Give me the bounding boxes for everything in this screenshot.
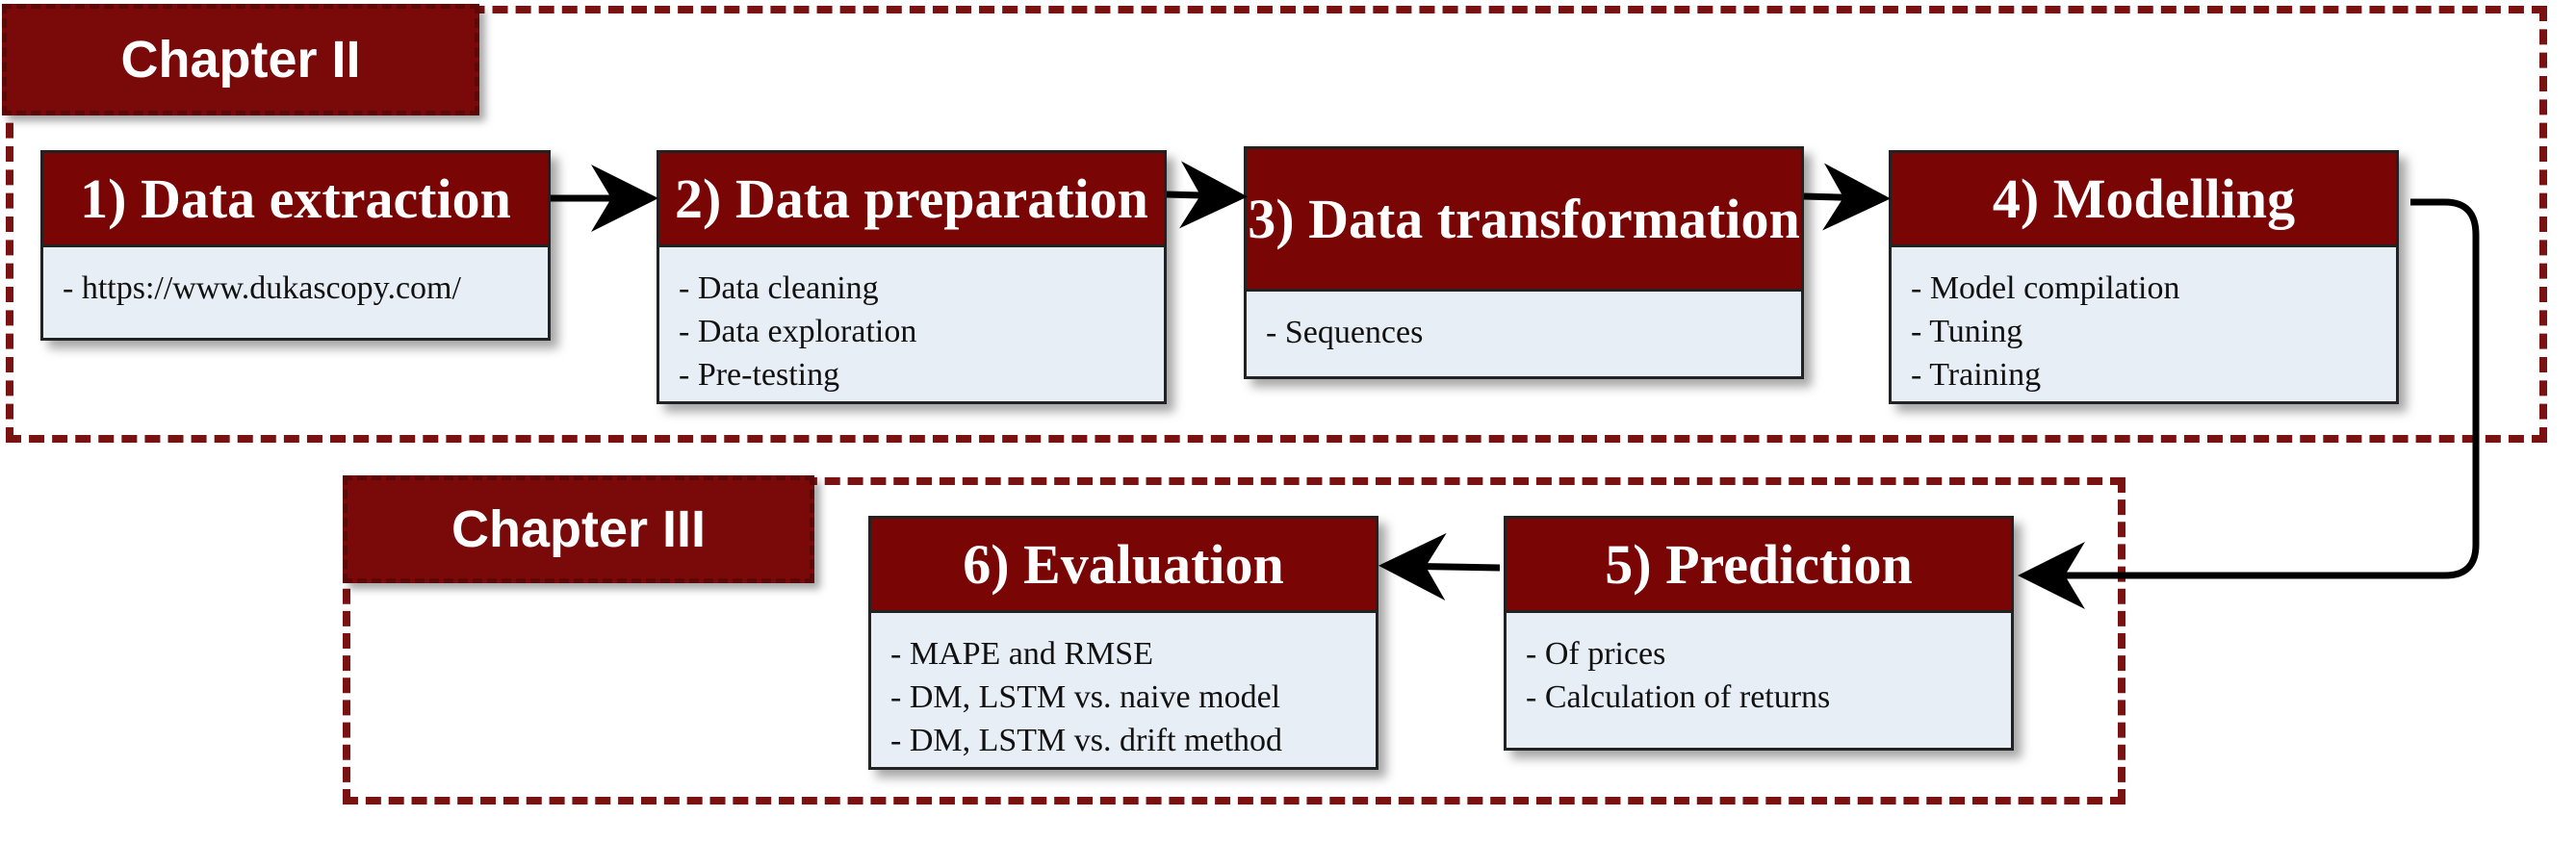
list-item: - Data cleaning [679, 270, 879, 306]
step-title: 2) Data preparation [659, 153, 1164, 247]
step-body: - Sequences [1247, 292, 1801, 354]
step-title: 5) Prediction [1507, 519, 2011, 613]
chapter-2-label: Chapter II [120, 31, 361, 89]
list-item: - Of prices [1526, 636, 1666, 672]
list-item: - https://www.dukascopy.com/ [63, 270, 461, 306]
step-modelling: 4) Modelling - Model compilation - Tunin… [1889, 150, 2399, 404]
list-item: - Sequences [1266, 315, 1424, 350]
step-evaluation: 6) Evaluation - MAPE and RMSE - DM, LSTM… [868, 516, 1378, 770]
step-body: - https://www.dukascopy.com/ [43, 247, 548, 310]
step-title: 3) Data transformation [1247, 149, 1801, 292]
step-body: - MAPE and RMSE - DM, LSTM vs. naive mod… [871, 613, 1376, 762]
chapter-2-frame [6, 6, 2547, 443]
list-item: - Pre-testing [679, 357, 840, 393]
step-body: - Data cleaning - Data exploration - Pre… [659, 247, 1164, 396]
step-title: 4) Modelling [1892, 153, 2396, 247]
list-item: - Calculation of returns [1526, 679, 1831, 715]
chapter-3-tag: Chapter III [343, 475, 814, 583]
list-item: - DM, LSTM vs. naive model [890, 679, 1281, 715]
chapter-3-label: Chapter III [451, 500, 707, 558]
step-body: - Model compilation - Tuning - Training [1892, 247, 2396, 396]
chapter-3-frame [343, 477, 2125, 805]
list-item: - MAPE and RMSE [890, 636, 1153, 672]
step-prediction: 5) Prediction - Of prices - Calculation … [1504, 516, 2014, 751]
chapter-2-tag: Chapter II [2, 4, 479, 115]
list-item: - DM, LSTM vs. drift method [890, 723, 1283, 758]
step-body: - Of prices - Calculation of returns [1507, 613, 2011, 719]
list-item: - Training [1911, 357, 2042, 393]
list-item: - Data exploration [679, 314, 917, 349]
step-title: 6) Evaluation [871, 519, 1376, 613]
list-item: - Model compilation [1911, 270, 2180, 306]
step-title: 1) Data extraction [43, 153, 548, 247]
step-data-extraction: 1) Data extraction - https://www.dukasco… [40, 150, 551, 341]
list-item: - Tuning [1911, 314, 2023, 349]
step-data-preparation: 2) Data preparation - Data cleaning - Da… [657, 150, 1167, 404]
step-data-transformation: 3) Data transformation - Sequences [1244, 146, 1804, 379]
